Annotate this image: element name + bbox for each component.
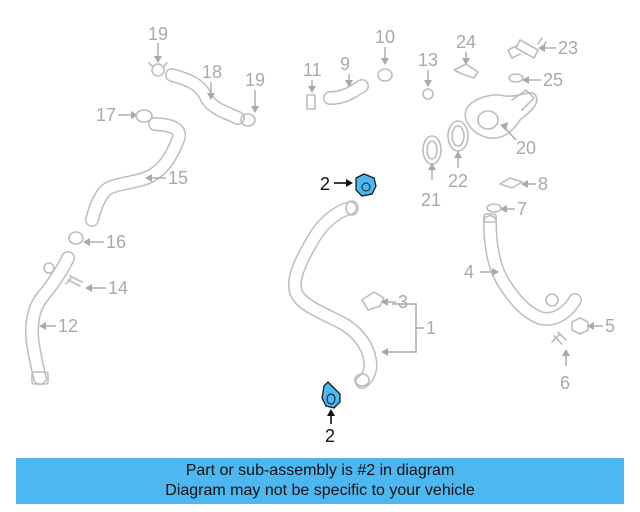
- callout-6: 6: [560, 373, 570, 393]
- callout-3: 3: [398, 292, 408, 312]
- callout-17: 17: [96, 105, 116, 125]
- part-23-sensor: 23: [507, 37, 578, 59]
- callout-19-left: 19: [148, 24, 168, 44]
- part-3-bracket: 3: [361, 291, 408, 312]
- callout-12: 12: [58, 316, 78, 336]
- callout-9: 9: [340, 54, 350, 74]
- callout-23: 23: [558, 38, 578, 58]
- part-18-hose: 18: [165, 62, 245, 125]
- part-20-thermostat-housing: 20: [464, 89, 538, 158]
- part-15-hose: 15: [85, 117, 188, 227]
- part-12-pipe: 12: [25, 251, 78, 385]
- callout-8: 8: [538, 174, 548, 194]
- callout-21: 21: [421, 190, 441, 210]
- callout-25: 25: [543, 70, 563, 90]
- part-24-gasket: 24: [453, 32, 479, 79]
- callout-22: 22: [448, 171, 468, 191]
- callout-10: 10: [375, 27, 395, 47]
- part-2-clamp-lower[interactable]: 2: [321, 381, 341, 446]
- part-8-gasket: 8: [499, 174, 548, 194]
- part-9-hose: 9: [323, 54, 369, 105]
- callout-2-upper: 2: [320, 174, 330, 194]
- part-22-gasket: 22: [447, 120, 469, 191]
- callout-7: 7: [517, 199, 527, 219]
- callout-15: 15: [168, 168, 188, 188]
- part-14-bolt: 14: [65, 275, 128, 298]
- callout-13: 13: [418, 50, 438, 70]
- info-banner: Part or sub-assembly is #2 in diagram Di…: [16, 458, 624, 504]
- callout-2-lower: 2: [325, 426, 335, 446]
- callout-18: 18: [202, 62, 222, 82]
- part-4-pipe: 4: [464, 213, 582, 326]
- part-25-o-ring: 25: [508, 70, 563, 90]
- callout-20: 20: [516, 138, 536, 158]
- parts-diagram: 19 18 19 17 15 16: [25, 24, 615, 446]
- part-16-clamp: 16: [68, 231, 126, 252]
- part-7-o-ring: 7: [486, 199, 527, 219]
- callout-4: 4: [464, 262, 474, 282]
- part-11: 11: [303, 60, 322, 110]
- part-1-hose: 1: [288, 200, 436, 389]
- callout-1: 1: [426, 318, 436, 338]
- part-10-clamp: 10: [375, 27, 395, 82]
- banner-line-2: Diagram may not be specific to your vehi…: [165, 482, 475, 499]
- part-13-washer: 13: [418, 50, 438, 100]
- part-19-clamp-right: 19: [240, 70, 265, 127]
- part-19-clamp-left: 19: [148, 24, 168, 77]
- callout-24: 24: [456, 32, 476, 52]
- callout-11: 11: [303, 60, 322, 80]
- callout-5: 5: [605, 316, 615, 336]
- part-17-clamp: 17: [96, 105, 153, 125]
- callout-19-right: 19: [245, 70, 265, 90]
- banner-line-1: Part or sub-assembly is #2 in diagram: [185, 462, 455, 479]
- part-5-nut: 5: [571, 316, 615, 336]
- callout-16: 16: [106, 232, 126, 252]
- part-21: 21: [421, 135, 442, 210]
- part-2-clamp-upper[interactable]: 2: [320, 173, 377, 197]
- part-6-bolt: 6: [551, 331, 570, 393]
- callout-14: 14: [108, 278, 128, 298]
